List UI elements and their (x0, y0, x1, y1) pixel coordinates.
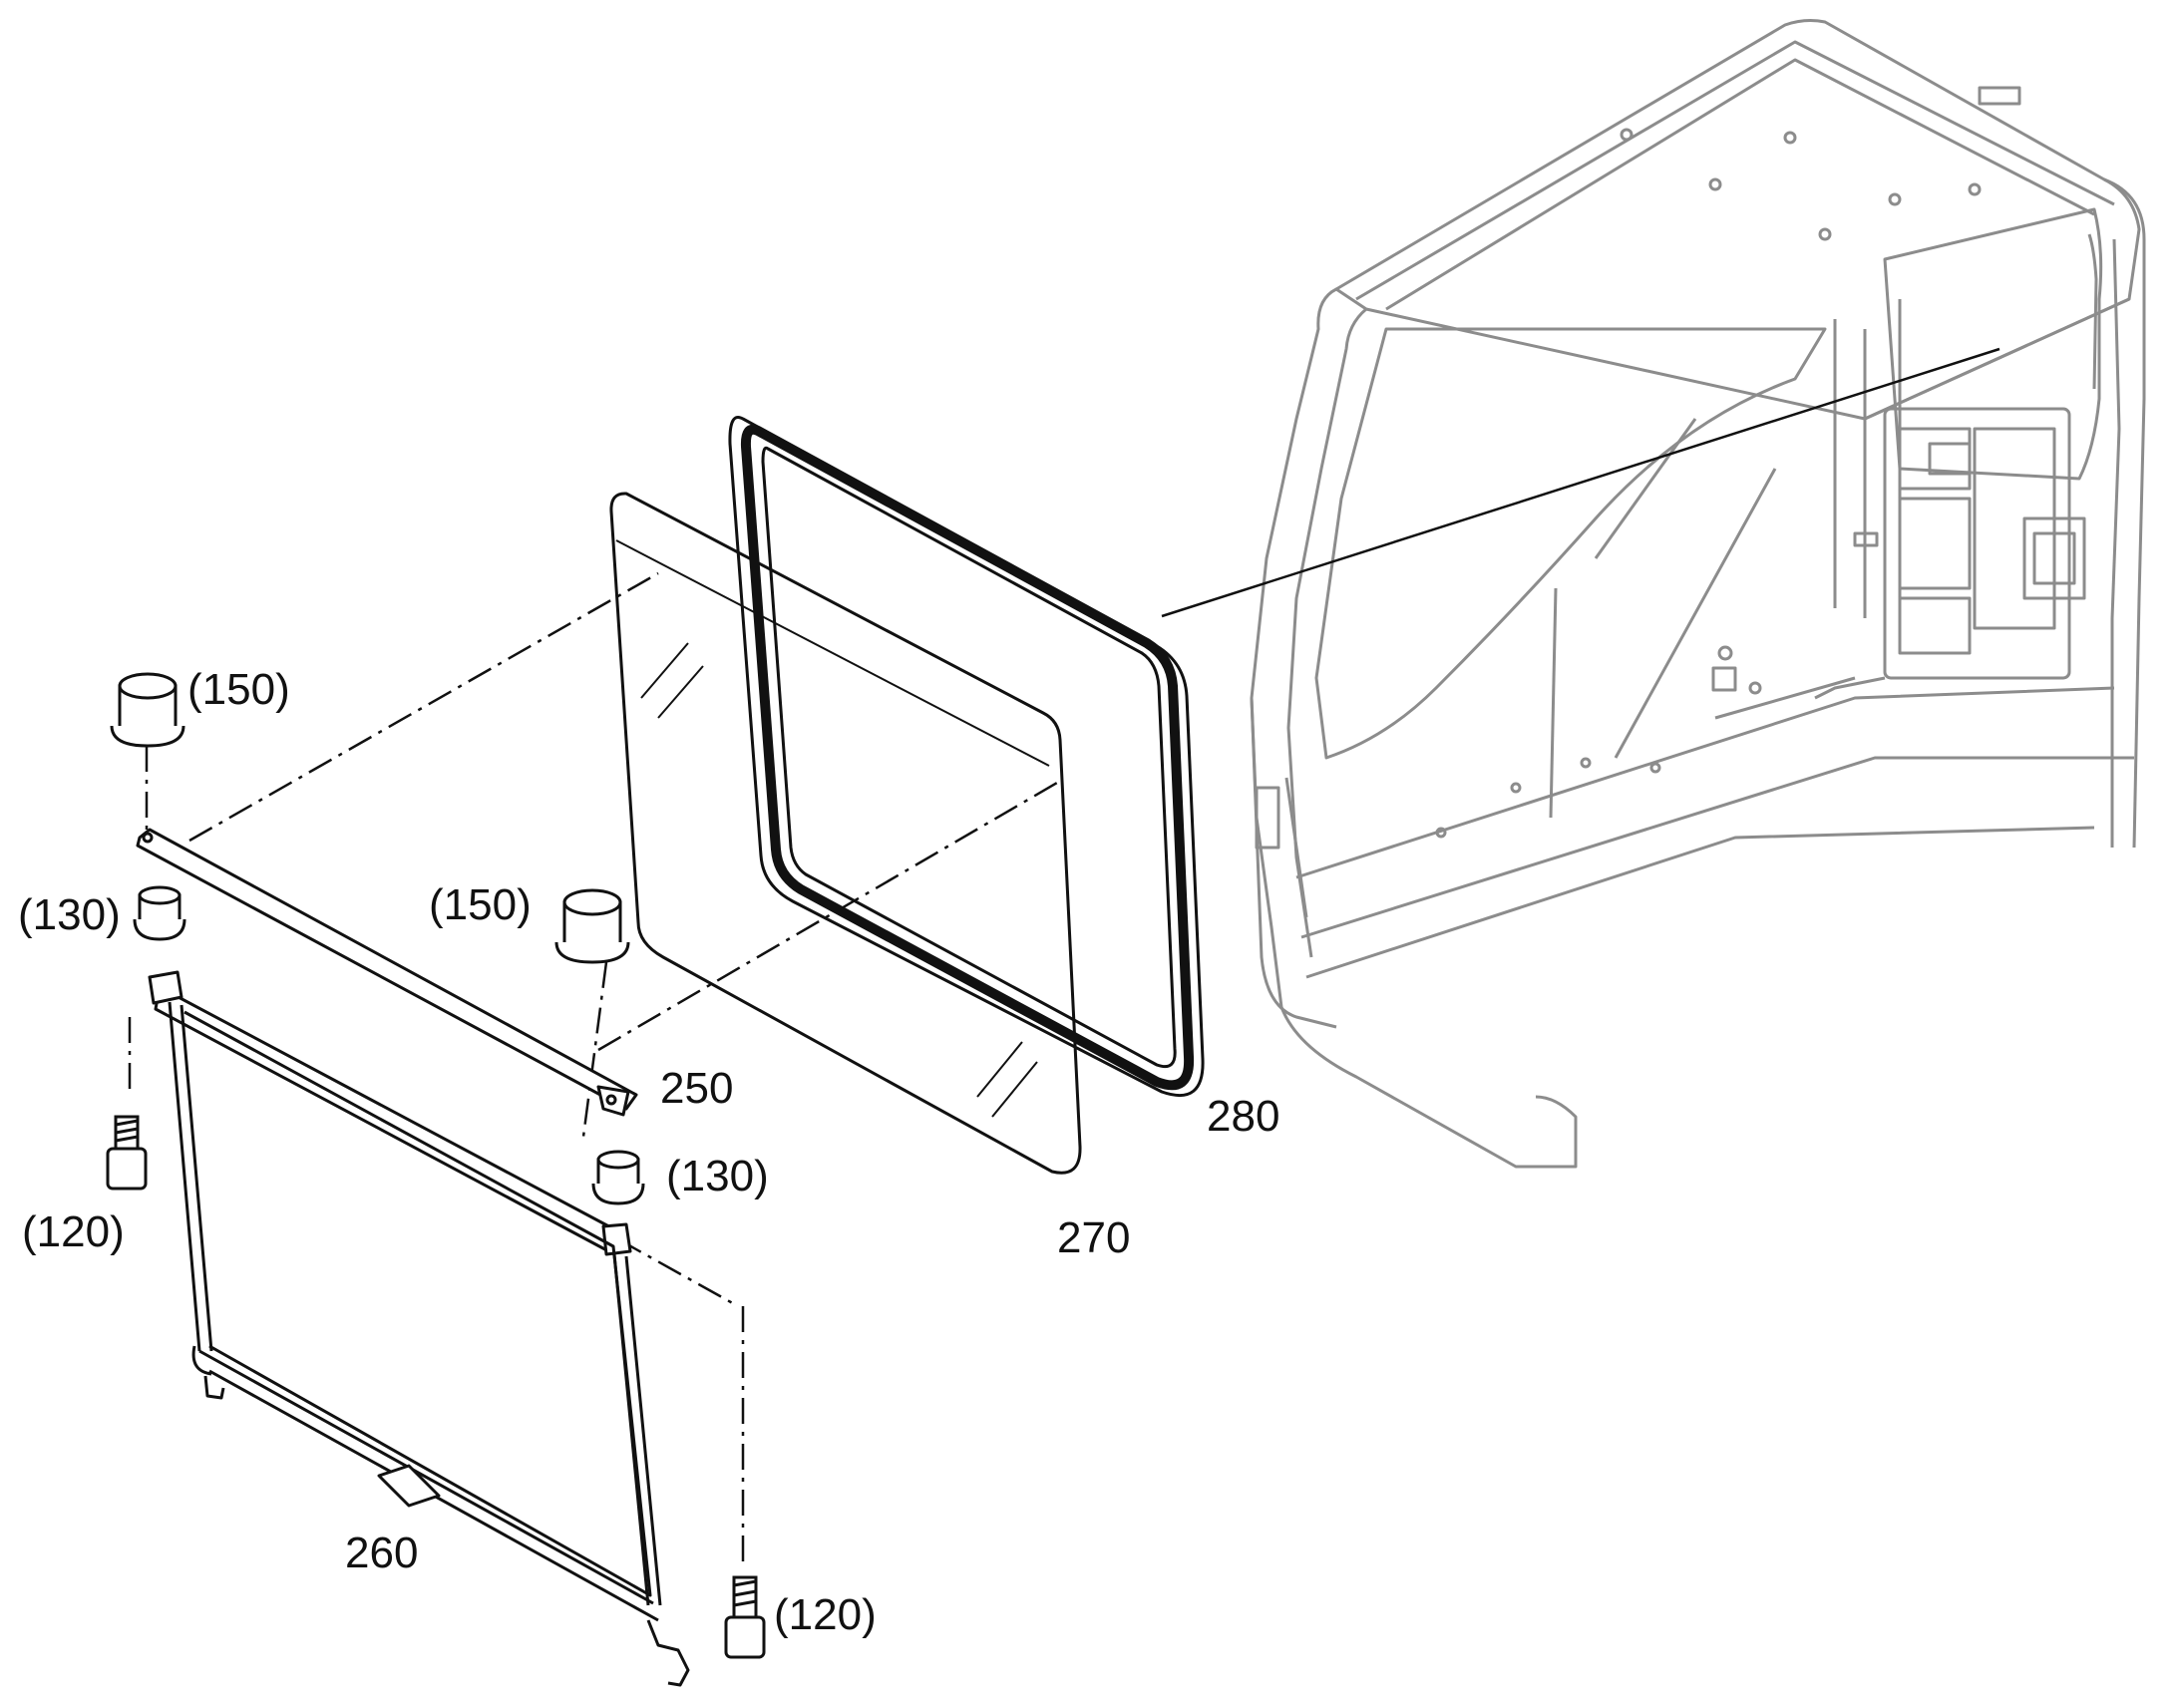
seal-280 (728, 416, 1205, 1098)
top-bar-250 (136, 828, 638, 1117)
window-glass-270 (609, 492, 1082, 1175)
label-120-bottom: (120) (774, 1590, 877, 1639)
cab-frame (1250, 19, 2146, 1169)
bolt-120-bottom (724, 1575, 766, 1659)
label-270: 270 (1057, 1213, 1130, 1262)
label-250: 250 (660, 1064, 733, 1113)
cap-150-mid (554, 888, 630, 964)
label-130-left: (130) (18, 890, 121, 939)
bolt-120-left (106, 1115, 148, 1191)
roller-blind-260 (148, 970, 690, 1687)
bushing-130-left (133, 885, 186, 941)
label-260: 260 (345, 1529, 418, 1577)
cap-150-left (110, 672, 185, 748)
label-280: 280 (1207, 1092, 1279, 1141)
label-150-mid: (150) (429, 880, 532, 929)
leader-280 (1161, 347, 2000, 618)
callouts: (150) (130) (150) 250 (120) (130) 270 28… (18, 665, 1279, 1639)
label-130-right: (130) (666, 1152, 769, 1200)
bushing-130-right (591, 1150, 645, 1205)
leader-lines (128, 347, 2000, 1565)
label-150-top: (150) (187, 665, 290, 714)
label-120-left: (120) (22, 1207, 125, 1256)
